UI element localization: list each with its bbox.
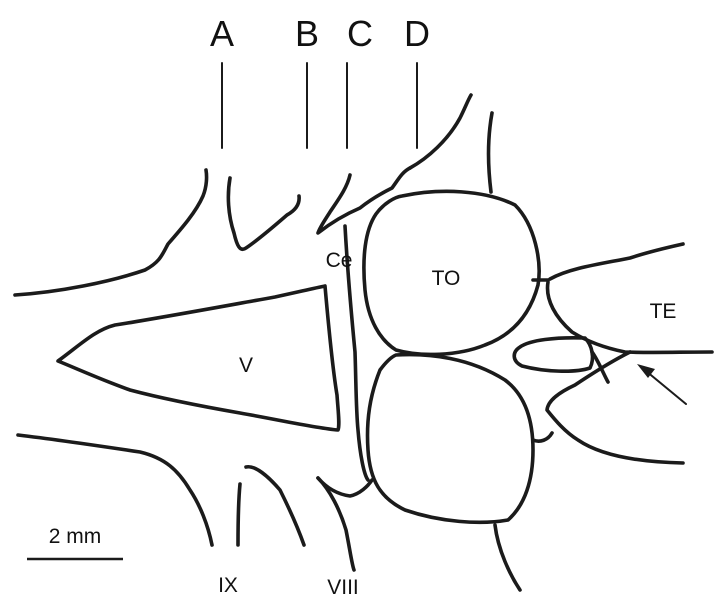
lower-right-contour [495, 525, 520, 590]
upper-vertical-contour [488, 113, 492, 192]
lower-left-contour [18, 435, 212, 545]
vagal-lobe-label: V [239, 354, 253, 377]
upper-left-contour [15, 170, 207, 295]
lower-nerve-ix-contour [238, 484, 240, 545]
lower-nerve-root-contour [246, 467, 304, 545]
upper-notch-contour [228, 178, 299, 249]
optic-tectum-lower [368, 355, 534, 523]
cerebellum-label: Ce [326, 249, 353, 272]
vagal-lobe-outline [58, 286, 339, 430]
nerve-ix-label: IX [218, 574, 238, 597]
section-label-b: B [295, 13, 319, 54]
cerebellum-hook-contour [318, 168, 410, 233]
scale-bar-label: 2 mm [49, 525, 102, 548]
lower-right-link-contour [533, 433, 552, 441]
section-label-d: D [404, 13, 430, 54]
lower-middle-contour [318, 478, 372, 496]
telencephalon-label: TE [650, 300, 677, 323]
optic-tectum-label: TO [432, 267, 461, 290]
section-label-c: C [347, 13, 373, 54]
nerve-viii-label: VIII [327, 576, 359, 599]
olfactory-lobe-outline [514, 338, 592, 371]
upper-right-oblique-contour [410, 95, 471, 168]
arrow-shaft [646, 371, 686, 404]
section-label-a: A [210, 13, 234, 54]
lower-right-lobe-contour [547, 352, 683, 463]
